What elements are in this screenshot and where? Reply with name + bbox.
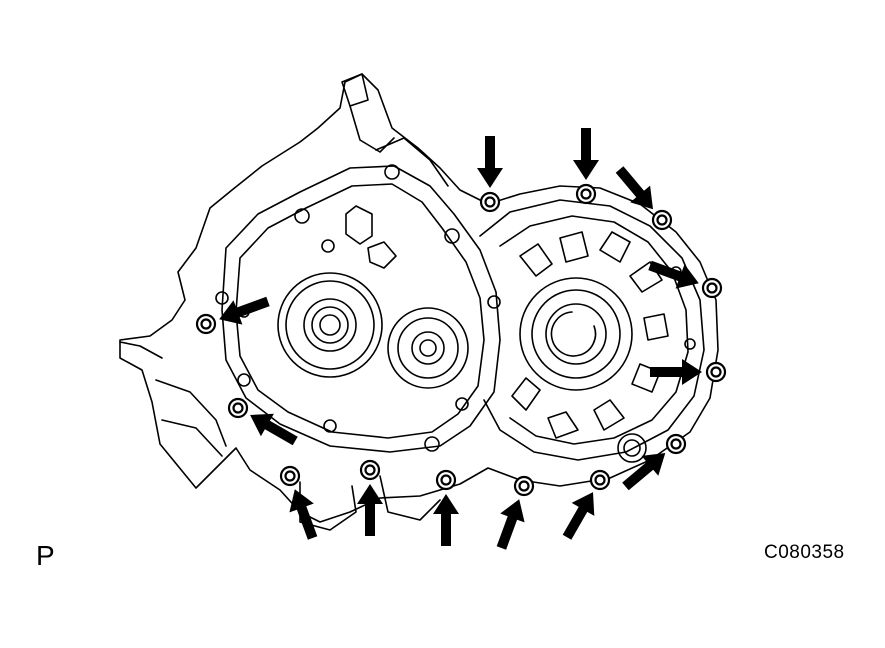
bolt-arrow-icon <box>573 128 599 180</box>
bolt-center-icon <box>364 464 376 476</box>
corner-label: P <box>36 540 55 571</box>
bolt-center-icon <box>518 480 530 492</box>
bolt-center-icon <box>232 402 244 414</box>
bolt-center-icon <box>710 366 722 378</box>
bolt-arrow-icon <box>250 413 298 446</box>
bolt-arrow-icon <box>357 484 383 536</box>
bolt-arrow-icon <box>648 260 699 289</box>
differential-housing <box>479 199 705 461</box>
bolt-arrow-icon <box>650 359 702 385</box>
bolt-arrow-icon <box>219 296 270 325</box>
bolt-center-icon <box>594 474 606 486</box>
bolt-arrow-icon <box>562 492 595 540</box>
bolt-arrow-icon <box>622 453 666 491</box>
bolt-center-icon <box>284 470 296 482</box>
output-shaft <box>387 307 469 389</box>
bolt-center-icon <box>484 196 496 208</box>
bolt-center-icon <box>670 438 682 450</box>
shifter-housing <box>341 73 449 269</box>
bolt-center-icon <box>656 214 668 226</box>
bolt-center-icon <box>440 474 452 486</box>
bolt-center-icon <box>580 188 592 200</box>
gasket-flange-inner <box>235 183 485 439</box>
bolt-center-icon <box>200 318 212 330</box>
arrow-group <box>219 128 702 550</box>
bolt-center-icon <box>706 282 718 294</box>
figure-code: C080358 <box>764 542 845 563</box>
bolt-arrow-icon <box>433 494 459 546</box>
input-shaft <box>277 272 383 378</box>
differential-inner <box>499 215 689 445</box>
differential-seal <box>519 277 633 391</box>
bolt-arrow-icon <box>289 489 318 540</box>
bolt-arrow-icon <box>477 136 503 188</box>
gasket-flange <box>221 165 501 453</box>
bolt-group <box>195 183 727 497</box>
case-ribs <box>511 231 669 439</box>
bolt-arrow-icon <box>615 166 653 210</box>
bolt-arrow-icon <box>496 499 525 550</box>
